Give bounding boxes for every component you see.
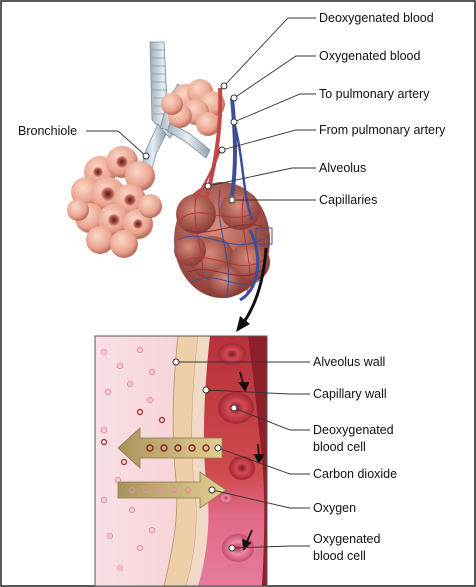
label-bronchiole: Bronchiole: [18, 124, 77, 138]
label-oxygen: Oxygen: [313, 501, 356, 515]
label-oxygenated-blood-cell-line2: blood cell: [313, 549, 366, 563]
label-to-pulmonary-artery: To pulmonary artery: [319, 87, 429, 101]
label-alveolus: Alveolus: [319, 161, 366, 175]
inset-panel: [95, 336, 267, 586]
label-oxygenated-blood-cell-line1: Oxygenated: [313, 532, 380, 546]
label-capillaries: Capillaries: [319, 193, 377, 207]
label-deoxygenated-blood: Deoxygenated blood: [319, 11, 434, 25]
label-carbon-dioxide: Carbon dioxide: [313, 467, 397, 481]
label-oxygenated-blood: Oxygenated blood: [319, 49, 420, 63]
label-from-pulmonary-artery: From pulmonary artery: [319, 123, 445, 137]
label-capillary-wall: Capillary wall: [313, 387, 387, 401]
label-deoxygenated-blood-cell-line2: blood cell: [313, 440, 366, 454]
label-deoxygenated-blood-cell-line1: Deoxygenated: [313, 423, 394, 437]
label-alveolus-wall: Alveolus wall: [313, 355, 385, 369]
